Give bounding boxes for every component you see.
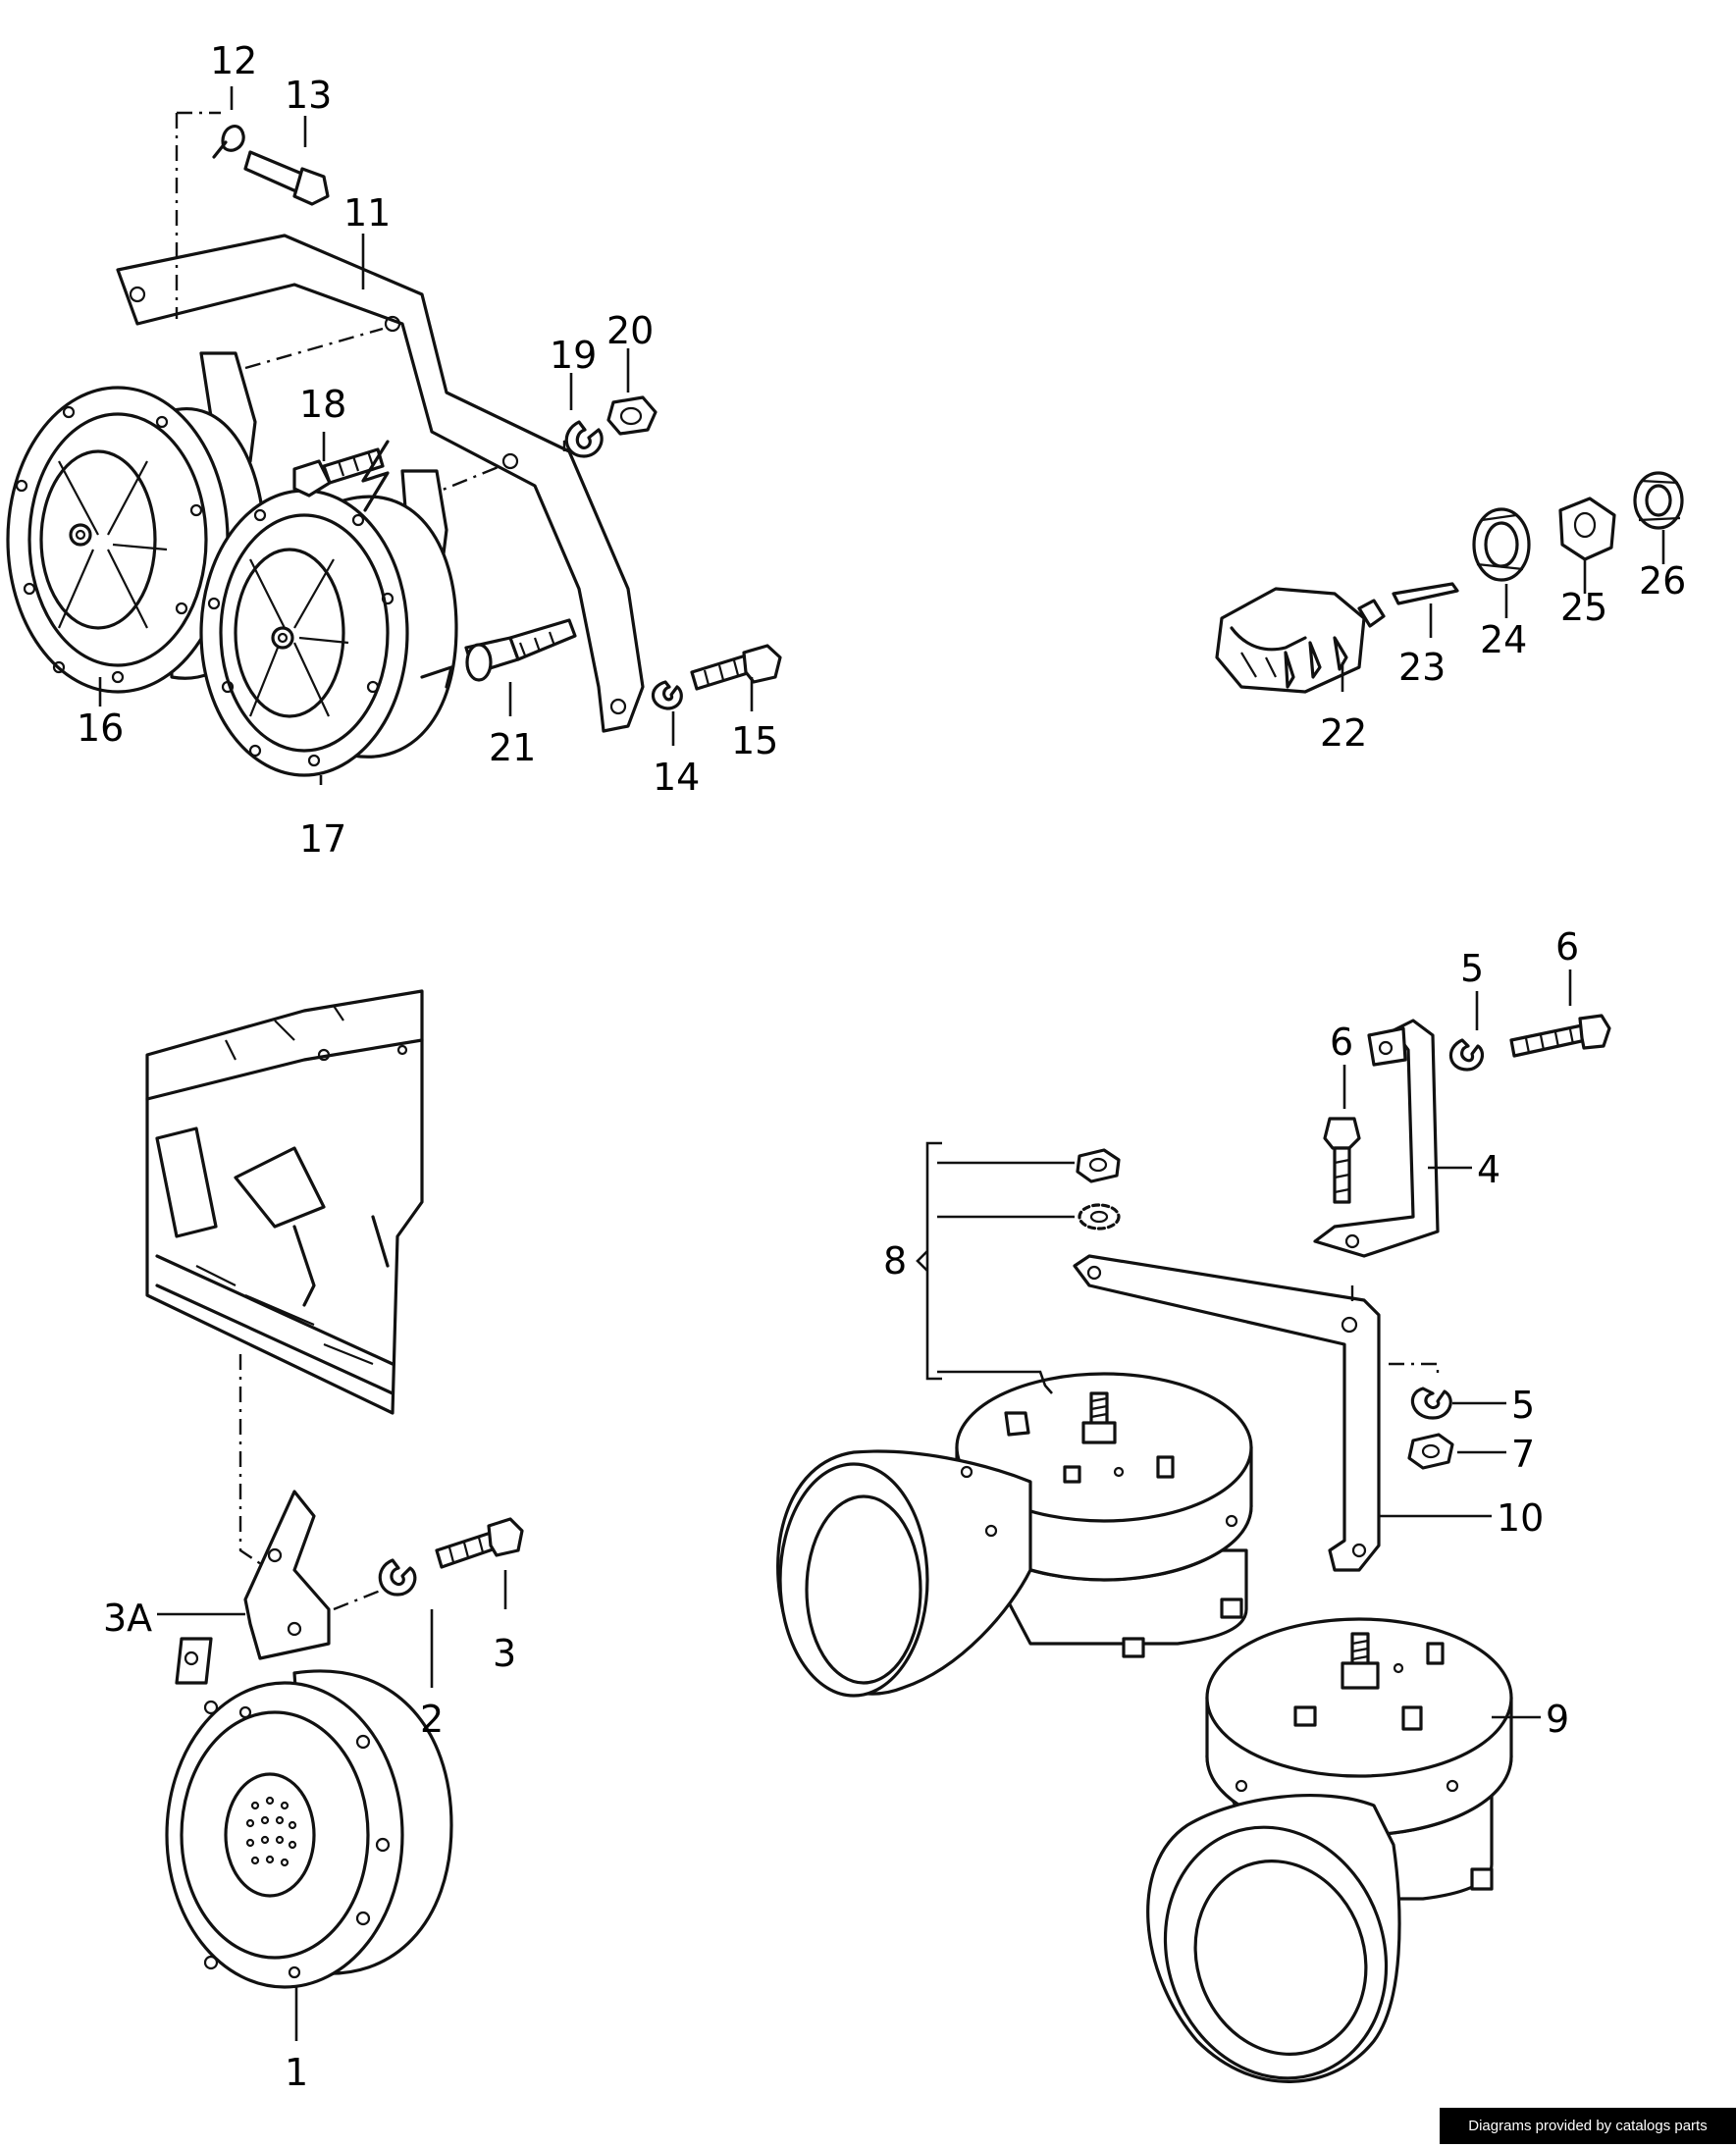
terminal-23 [1392,582,1459,605]
callout-9: 9 [1546,1698,1569,1741]
star-washer-8 [1078,1203,1121,1231]
callout-5-top: 5 [1460,947,1484,990]
callout-12: 12 [210,39,257,82]
callout-14: 14 [653,756,700,799]
relay-22 [1215,587,1386,694]
lock-washer-5-top [1449,1038,1485,1072]
horn-1 [165,1637,453,1989]
horn-bracket-3a [243,1490,331,1660]
callout-26: 26 [1639,559,1686,602]
callout-16: 16 [77,707,124,750]
lock-washer-19 [564,420,604,458]
relay-connector-set [1215,471,1684,694]
lock-washer-14 [651,680,683,710]
callout-15: 15 [731,719,778,762]
callout-11: 11 [343,191,391,235]
callouts: 12 13 11 19 20 18 16 17 21 14 15 22 23 2… [77,39,1686,2094]
air-horn-9 [1146,1617,1513,2083]
connector-21 [464,618,577,682]
bolt-6-vertical [1323,1117,1361,1204]
air-horn-8 [776,1372,1253,1698]
callout-25: 25 [1560,586,1607,629]
callout-3a: 3A [103,1597,152,1640]
lock-washer-2 [378,1558,417,1597]
callout-6-mid: 6 [1330,1021,1353,1064]
body-front-section [145,989,424,1415]
horn-1-grille [245,1796,297,1867]
credit-banner: Diagrams provided by catalogs parts [1440,2108,1736,2144]
mounting-bracket-10 [1073,1254,1381,1572]
bushing-26 [1633,471,1684,530]
horn-17 [199,489,458,777]
callout-7: 7 [1511,1433,1535,1476]
bushing-24 [1472,507,1531,582]
bolt-6-horizontal [1509,1014,1611,1058]
callout-8: 8 [883,1239,907,1283]
callout-13: 13 [285,74,332,117]
clip-12 [212,125,245,159]
bolt-18 [292,447,385,498]
callout-22: 22 [1320,711,1367,755]
air-horn-assembly [776,1014,1611,2083]
callout-21: 21 [489,726,536,769]
callout-5-lower: 5 [1511,1384,1535,1427]
callout-17: 17 [299,817,346,861]
callout-10: 10 [1497,1496,1544,1540]
callout-18: 18 [299,383,346,426]
nut-8 [1076,1148,1121,1183]
callout-19: 19 [550,334,597,377]
bolt-15 [690,644,782,691]
bolt-3 [435,1517,524,1569]
twin-horn-assembly [6,111,782,777]
nut-7 [1407,1433,1454,1470]
callout-3: 3 [493,1632,516,1675]
lock-washer-5-lower [1410,1387,1452,1420]
callout-4: 4 [1477,1148,1500,1191]
mounting-bracket-11 [116,234,645,733]
mounting-bracket-4 [1313,1019,1440,1258]
callout-1: 1 [285,2051,308,2094]
callout-6-top: 6 [1555,925,1579,969]
callout-2: 2 [420,1698,444,1741]
callout-20: 20 [606,309,654,352]
bolt-13 [243,150,330,206]
callout-23: 23 [1398,646,1446,689]
leader-lines [98,86,1665,2041]
nut-20 [606,395,658,436]
cap-25 [1558,497,1616,561]
callout-24: 24 [1480,618,1527,661]
